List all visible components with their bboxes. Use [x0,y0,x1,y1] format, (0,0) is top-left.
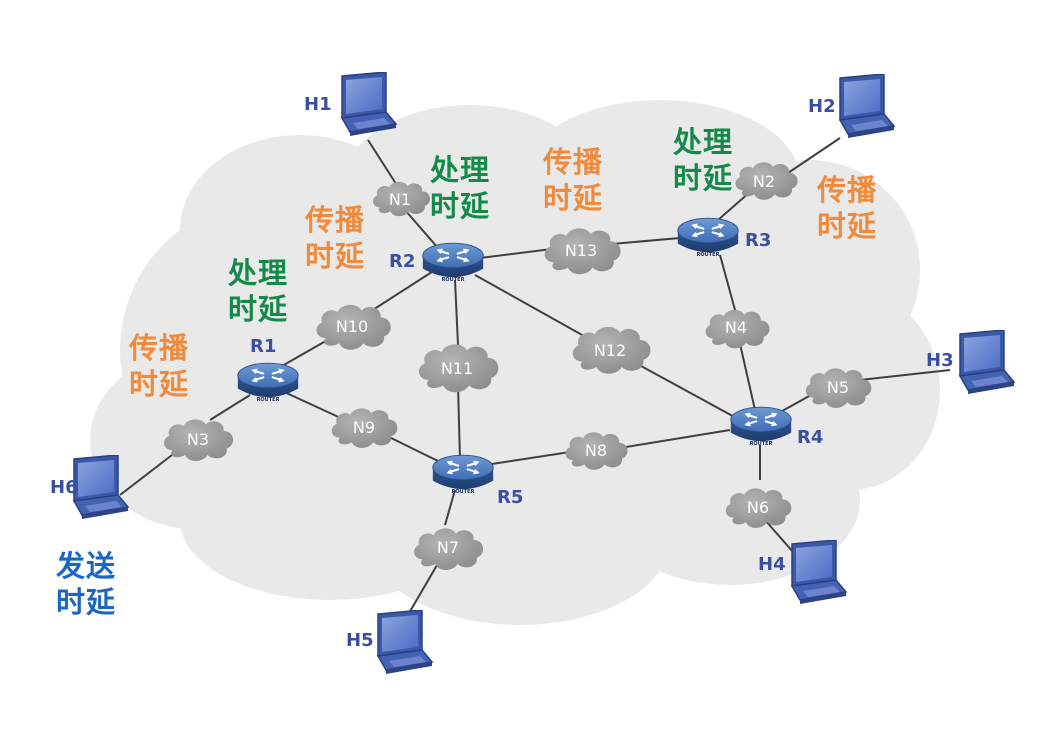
link-n2-h2 [784,137,841,176]
links [119,137,951,621]
host-label-h2: H2 [808,96,836,117]
network-label-n6: N6 [747,498,769,517]
laptop-h1-icon [341,72,397,137]
link-n4-r4 [737,334,756,411]
link-r1-n9 [279,389,346,421]
host-label-h3: H3 [926,350,954,371]
laptop-h3-icon [959,330,1015,395]
laptop-h4-icon [791,540,847,605]
router-label-r1: R1 [250,336,276,357]
network-label-n12: N12 [594,341,626,360]
processing-delay-r2: 处理 时延 [430,153,491,223]
propagation-delay-n13: 传播 时延 [543,145,604,215]
router-r4-badge: ROUTER [750,441,773,447]
network-label-n10: N10 [336,317,368,336]
network-label-n5: N5 [827,378,849,397]
router-label-r5: R5 [497,487,523,508]
router-r2-badge: ROUTER [442,277,465,283]
transmission-delay-h6: 发送 时延 [56,549,117,619]
router-r2-icon [421,242,485,279]
link-n12-r4 [629,359,741,421]
host-label-h6: H6 [50,477,78,498]
link-n7-h5 [404,559,441,621]
router-r5-icon [431,454,495,491]
router-r4-icon [729,406,793,443]
router-label-r3: R3 [745,230,771,251]
link-r2-n12 [474,274,601,346]
host-labels: H1 H2 H3 H4 H5 H6 [50,94,954,651]
router-r1-icon [236,362,300,399]
host-label-h5: H5 [346,630,374,651]
network-label-n11: N11 [441,359,473,378]
host-label-h1: H1 [304,94,332,115]
link-n11-r5 [457,384,461,461]
router-r1-badge: ROUTER [257,397,280,403]
laptop-h5-icon [377,610,433,675]
link-n5-h3 [859,369,951,381]
network-label-n3: N3 [187,430,209,449]
router-badges: ROUTER ROUTER ROUTER ROUTER ROUTER [257,252,773,495]
link-r3-n2 [717,191,751,221]
network-labels: N1 N2 N13 N10 N4 N11 N12 N5 N9 N3 N8 N6 … [187,172,849,557]
propagation-delay-n2: 传播 时延 [817,173,878,243]
network-label-n13: N13 [565,241,597,260]
propagation-delay-n3: 传播 时延 [129,331,190,401]
router-label-r2: R2 [389,251,415,272]
link-r2-n11 [454,279,459,346]
network-label-n1: N1 [389,190,411,209]
link-r5-n8 [484,451,571,466]
router-r3-icon [676,217,740,254]
link-h1-n1 [367,139,401,191]
processing-delay-r3: 处理 时延 [673,125,734,195]
network-label-n9: N9 [353,418,375,437]
propagation-delay-n10: 传播 时延 [305,203,366,273]
link-r1-n3 [209,394,251,421]
network-label-n8: N8 [585,441,607,460]
link-r3-n4 [719,254,736,311]
link-r2-n10 [364,269,436,316]
host-label-h4: H4 [758,554,786,575]
processing-delay-r1: 处理 时延 [228,256,289,326]
network-label-n2: N2 [753,172,775,191]
router-label-r4: R4 [797,427,823,448]
network-label-n4: N4 [725,318,747,337]
link-n9-r5 [384,434,441,463]
router-labels: R1 R2 R3 R4 R5 [250,230,823,508]
network-label-n7: N7 [437,538,459,557]
link-r5-n7 [444,489,456,526]
link-n8-r4 [619,429,731,449]
router-r3-badge: ROUTER [697,252,720,258]
router-r5-badge: ROUTER [452,489,475,495]
laptop-h2-icon [839,74,895,139]
